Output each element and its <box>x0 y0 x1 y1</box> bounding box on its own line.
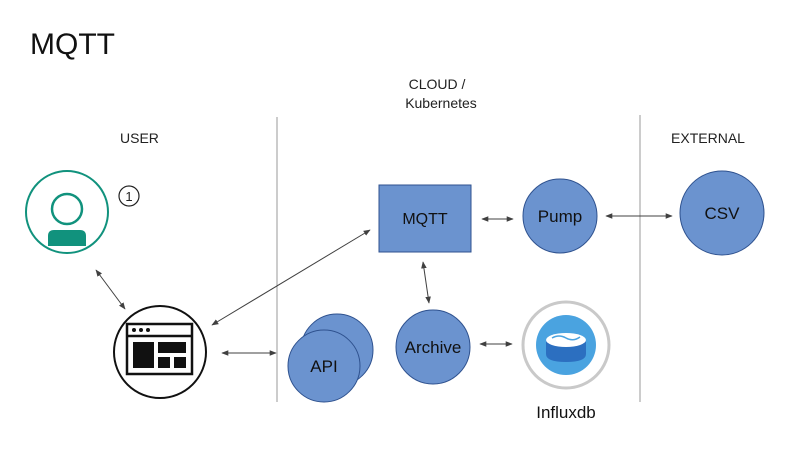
csv-node: CSV <box>679 170 765 256</box>
pump-node: Pump <box>522 178 598 254</box>
arrow-browser-mqtt <box>211 229 371 326</box>
connectors <box>95 213 673 356</box>
step-badge-number: 1 <box>125 189 132 204</box>
step-badge: 1 <box>118 185 140 207</box>
browser-window-icon <box>113 305 207 399</box>
influxdb-logo-icon <box>521 300 611 390</box>
pump-node-label: Pump <box>538 207 582 226</box>
arrow-mqtt-archive <box>421 261 431 304</box>
section-user-label: USER <box>120 130 159 146</box>
archive-node-label: Archive <box>405 338 462 357</box>
section-cloud-label: CLOUD / <box>409 76 466 92</box>
section-cloud-sublabel: Kubernetes <box>405 95 477 111</box>
api-node: API <box>287 313 374 403</box>
section-external-label: EXTERNAL <box>671 130 745 146</box>
page-title: MQTT <box>30 28 115 61</box>
csv-node-label: CSV <box>705 204 741 223</box>
mqtt-node: MQTT <box>378 184 472 253</box>
api-node-label: API <box>310 357 337 376</box>
archive-node: Archive <box>395 309 471 385</box>
arrow-user-browser <box>95 269 126 310</box>
user-avatar-icon <box>25 170 109 254</box>
mqtt-node-label: MQTT <box>402 211 448 228</box>
influxdb-label: Influxdb <box>536 403 596 422</box>
